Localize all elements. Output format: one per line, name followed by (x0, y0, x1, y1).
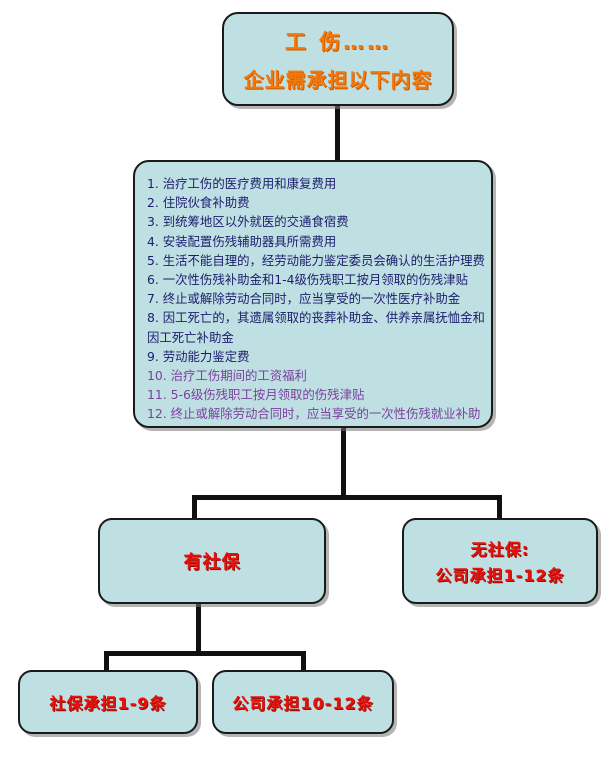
node-content-list[interactable]: 1. 治疗工伤的医疗费用和康复费用 2. 住院伙食补助费 3. 到统筹地区以外就… (133, 160, 493, 428)
connector-branch-right-drop (497, 495, 502, 521)
connector-leaf-bar (104, 651, 306, 656)
node-has-social-insurance[interactable]: 有社保 (98, 518, 326, 604)
node-social-insurance-covers[interactable]: 社保承担1-9条 (18, 670, 198, 734)
content-item: 12. 终止或解除劳动合同时，应当享受的一次性伤残就业补助 (147, 406, 481, 422)
content-item: 11. 5-6级伤残职工按月领取的伤残津贴 (147, 387, 365, 403)
connector-leaf-left-drop (104, 651, 109, 673)
connector-title-to-content (335, 104, 340, 162)
node-company-covers[interactable]: 公司承担10-12条 (212, 670, 394, 734)
content-item: 7. 终止或解除劳动合同时，应当享受的一次性医疗补助金 (147, 291, 461, 307)
content-item: 2. 住院伙食补助费 (147, 195, 250, 211)
content-item: 3. 到统筹地区以外就医的交通食宿费 (147, 214, 349, 230)
has-social-insurance-label: 有社保 (183, 552, 241, 573)
connector-has-si-down (196, 602, 201, 654)
no-social-insurance-label-line1: 无社保: (470, 540, 530, 559)
content-item: 10. 治疗工伤期间的工资福利 (147, 368, 307, 384)
node-no-social-insurance[interactable]: 无社保: 公司承担1-12条 (402, 518, 598, 604)
content-item-continuation: 因工死亡补助金 (147, 329, 234, 345)
content-item: 4. 安装配置伤残辅助器具所需费用 (147, 233, 337, 249)
title-line-1: 工 伤…… (284, 29, 392, 54)
content-item: 6. 一次性伤残补助金和1-4级伤残职工按月领取的伤残津贴 (147, 272, 468, 288)
connector-leaf-right-drop (301, 651, 306, 673)
content-item: 8. 因工死亡的，其遗属领取的丧葬补助金、供养亲属抚恤金和 (147, 310, 485, 326)
content-item: 9. 劳动能力鉴定费 (147, 348, 250, 364)
content-item: 5. 生活不能自理的，经劳动能力鉴定委员会确认的生活护理费 (147, 252, 485, 268)
connector-content-down (341, 426, 346, 498)
no-social-insurance-label-line2: 公司承担1-12条 (435, 566, 565, 585)
content-item-list: 1. 治疗工伤的医疗费用和康复费用 2. 住院伙食补助费 3. 到统筹地区以外就… (147, 174, 485, 424)
title-line-2: 企业需承担以下内容 (243, 67, 433, 92)
connector-branch-bar (192, 495, 502, 500)
social-insurance-covers-label: 社保承担1-9条 (49, 694, 167, 713)
node-title[interactable]: 工 伤…… 企业需承担以下内容 (222, 12, 454, 106)
company-covers-label: 公司承担10-12条 (232, 694, 374, 713)
connector-branch-left-drop (192, 495, 197, 521)
content-item: 1. 治疗工伤的医疗费用和康复费用 (147, 176, 337, 191)
